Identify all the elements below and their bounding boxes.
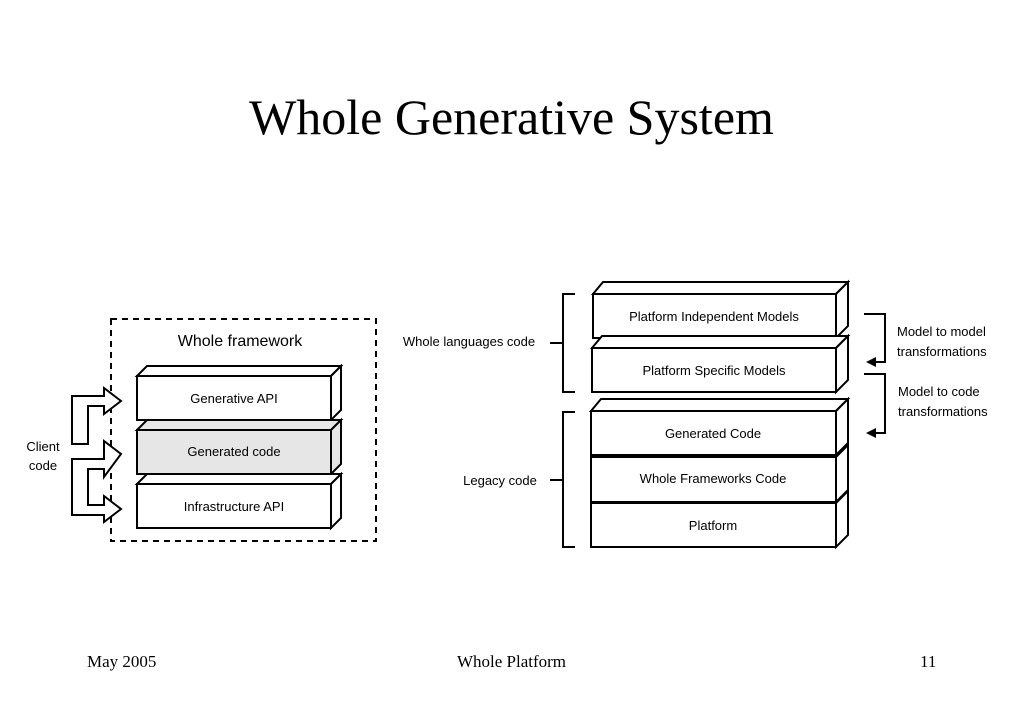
whole-framework-label: Whole framework — [178, 333, 303, 350]
layer-generative-api-label: Generative API — [190, 391, 277, 406]
whole-languages-bracket — [550, 293, 575, 393]
footer-date: May 2005 — [87, 652, 157, 671]
layer-platform-label: Platform — [689, 518, 737, 533]
layer-whole-frameworks-code: Whole Frameworks Code — [590, 442, 849, 505]
layer-generated-code-label: Generated code — [187, 444, 280, 459]
model-to-code-label-line-1: Model to code — [898, 384, 980, 399]
layer-generated-code-right-label: Generated Code — [665, 426, 761, 441]
model-to-model-label-line-1: Model to model — [897, 324, 986, 339]
layer-generative-api: Generative API — [134, 363, 344, 423]
layer-infrastructure-api: Infrastructure API — [134, 471, 344, 531]
legacy-code-label: Legacy code — [463, 473, 537, 488]
client-code-label-line-2: code — [29, 458, 57, 473]
layer-generated-code-right: Generated Code — [588, 396, 851, 458]
model-to-model-arrow — [864, 313, 886, 367]
layer-platform-independent-models: Platform Independent Models — [590, 279, 851, 341]
model-to-model-label-line-2: transformations — [897, 344, 987, 359]
client-code-arrows — [71, 385, 123, 525]
layer-generated-code: Generated code — [134, 417, 344, 477]
layer-infrastructure-api-label: Infrastructure API — [184, 499, 284, 514]
model-to-code-arrow — [864, 373, 886, 438]
legacy-code-bracket — [550, 411, 575, 548]
layer-pim-label: Platform Independent Models — [629, 309, 799, 324]
layer-platform-specific-models: Platform Specific Models — [589, 333, 851, 395]
layer-whole-frameworks-code-label: Whole Frameworks Code — [640, 471, 787, 486]
layer-psm-label: Platform Specific Models — [642, 363, 786, 378]
footer-page-number: 11 — [920, 652, 937, 671]
layer-platform: Platform — [590, 488, 849, 550]
footer-product: Whole Platform — [456, 652, 567, 671]
whole-languages-code-label: Whole languages code — [403, 334, 535, 349]
client-code-label-line-1: Client — [26, 439, 60, 454]
slide-title: Whole Generative System — [249, 89, 774, 145]
whole-framework-container — [110, 318, 377, 542]
model-to-code-label-line-2: transformations — [898, 404, 988, 419]
